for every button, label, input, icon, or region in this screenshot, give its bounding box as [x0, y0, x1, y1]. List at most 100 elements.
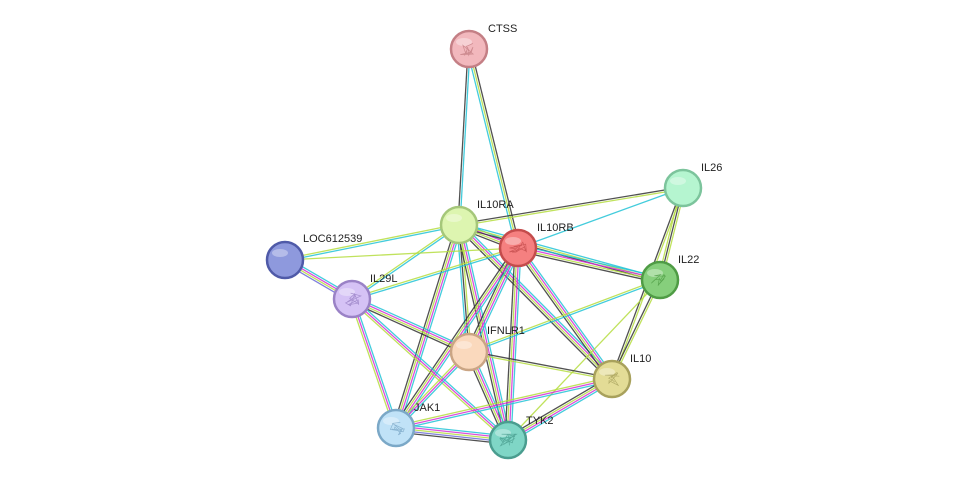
node-circle[interactable]	[663, 168, 703, 208]
node-il22[interactable]: IL22	[640, 254, 699, 300]
edge-line-experimental	[508, 379, 613, 442]
edge-line-textmining	[351, 223, 459, 299]
edge-line-textmining	[507, 279, 661, 441]
node-ifnlr1[interactable]: IFNLR1	[449, 325, 525, 372]
edge-line-textmining	[516, 248, 612, 380]
node-circle[interactable]	[488, 420, 528, 460]
edge-IL10RB-LOC612539	[284, 247, 519, 261]
node-label: IL29L	[370, 273, 398, 285]
edge-line-textmining	[468, 48, 519, 249]
edge-line-coexpression	[465, 246, 516, 351]
edge-line-database	[459, 49, 471, 226]
node-jak1[interactable]: JAK1	[376, 402, 440, 448]
node-highlight	[383, 417, 399, 425]
node-highlight	[599, 368, 615, 376]
node-il26[interactable]: IL26	[663, 162, 722, 208]
node-circle[interactable]	[592, 359, 632, 399]
edge-line-textmining	[506, 247, 518, 440]
edge-line-textmining	[350, 300, 508, 442]
edge-IL10RB-IL22	[517, 244, 661, 284]
edge-line-coexpression	[392, 223, 457, 428]
node-il10ra[interactable]: IL10RA	[439, 199, 514, 245]
edge-IL29L-JAK1	[349, 298, 399, 429]
edge-line-experimental	[395, 378, 613, 429]
node-circle[interactable]	[439, 205, 479, 245]
edge-line-coexpression	[350, 301, 469, 356]
node-highlight	[456, 341, 472, 349]
edge-line-coexpression	[392, 245, 517, 427]
edge-IL26-IL10RA	[458, 186, 684, 227]
node-il10rb[interactable]: IL10RB	[498, 222, 574, 268]
edge-IL10RA-LOC612539	[284, 223, 460, 262]
edge-IL29L-IFNLR1	[350, 295, 471, 356]
edge-line-coexpression	[517, 250, 660, 284]
edge-IL29L-TYK2	[350, 297, 510, 442]
edge-line-coexpression	[504, 247, 516, 440]
edge-IL10RB-IL10	[515, 245, 615, 382]
node-highlight	[505, 237, 521, 245]
node-label: TYK2	[526, 415, 554, 427]
edge-line-database	[352, 248, 519, 301]
edge-line-database	[353, 298, 399, 428]
edge-line-textmining	[459, 188, 684, 227]
edge-line-experimental	[351, 298, 509, 441]
node-highlight	[670, 177, 686, 185]
edge-line-coexpression	[506, 375, 611, 438]
edge-IL10RB-IL29L	[351, 246, 519, 301]
edge-IL10RB-TYK2	[504, 247, 522, 441]
node-highlight	[456, 38, 472, 46]
edge-line-database	[518, 244, 661, 278]
node-highlight	[272, 249, 288, 257]
protein-structure-icon	[604, 371, 620, 387]
protein-structure-icon	[509, 241, 527, 253]
edge-line-textmining	[395, 376, 612, 427]
node-highlight	[339, 288, 355, 296]
edge-line-experimental	[518, 247, 614, 379]
node-circle[interactable]	[449, 29, 489, 69]
edge-line-experimental	[352, 297, 470, 352]
node-ctss[interactable]: CTSS	[449, 23, 517, 69]
edge-line-database	[469, 280, 661, 354]
edge-CTSS-IL10RA	[457, 48, 471, 226]
edge-line-database	[517, 187, 684, 249]
node-il10[interactable]: IL10	[592, 353, 651, 399]
edge-line-database	[352, 225, 460, 301]
protein-structure-icon	[344, 292, 362, 307]
edge-IL10-JAK1	[395, 376, 613, 431]
node-highlight	[446, 214, 462, 222]
node-label: IFNLR1	[487, 325, 525, 337]
edge-line-coexpression	[469, 350, 613, 379]
edge-line-experimental	[518, 246, 661, 280]
edge-line-database	[396, 380, 613, 431]
node-label: IL22	[678, 254, 699, 266]
node-il29l[interactable]: IL29L	[332, 273, 398, 319]
node-highlight	[495, 429, 511, 437]
protein-structure-icon	[651, 274, 667, 286]
node-label: IL10	[630, 353, 651, 365]
protein-structure-icon	[499, 433, 518, 447]
edge-line-coexpression	[457, 48, 469, 225]
edge-line-database	[509, 381, 614, 444]
node-label: LOC612539	[303, 233, 362, 245]
edge-line-textmining	[284, 223, 459, 260]
edge-line-database	[352, 295, 471, 350]
node-circle[interactable]	[449, 332, 489, 372]
node-loc612539[interactable]: LOC612539	[265, 233, 362, 280]
node-tyk2[interactable]: TYK2	[488, 415, 554, 460]
edge-line-database	[519, 245, 615, 378]
edge-line-textmining	[468, 278, 660, 352]
edge-line-database	[352, 297, 510, 439]
edge-line-textmining	[349, 299, 395, 429]
edge-line-database	[285, 225, 460, 262]
edge-line-textmining	[394, 224, 459, 428]
node-label: JAK1	[414, 402, 440, 414]
node-label: IL10RB	[537, 222, 574, 234]
edge-IL10-TYK2	[506, 375, 614, 444]
edge-line-database	[471, 249, 522, 354]
edge-IL22-TYK2	[507, 279, 661, 441]
edge-line-database	[398, 225, 463, 430]
edge-line-textmining	[517, 248, 660, 282]
node-circle[interactable]	[265, 240, 305, 280]
edge-line-textmining	[468, 352, 612, 381]
